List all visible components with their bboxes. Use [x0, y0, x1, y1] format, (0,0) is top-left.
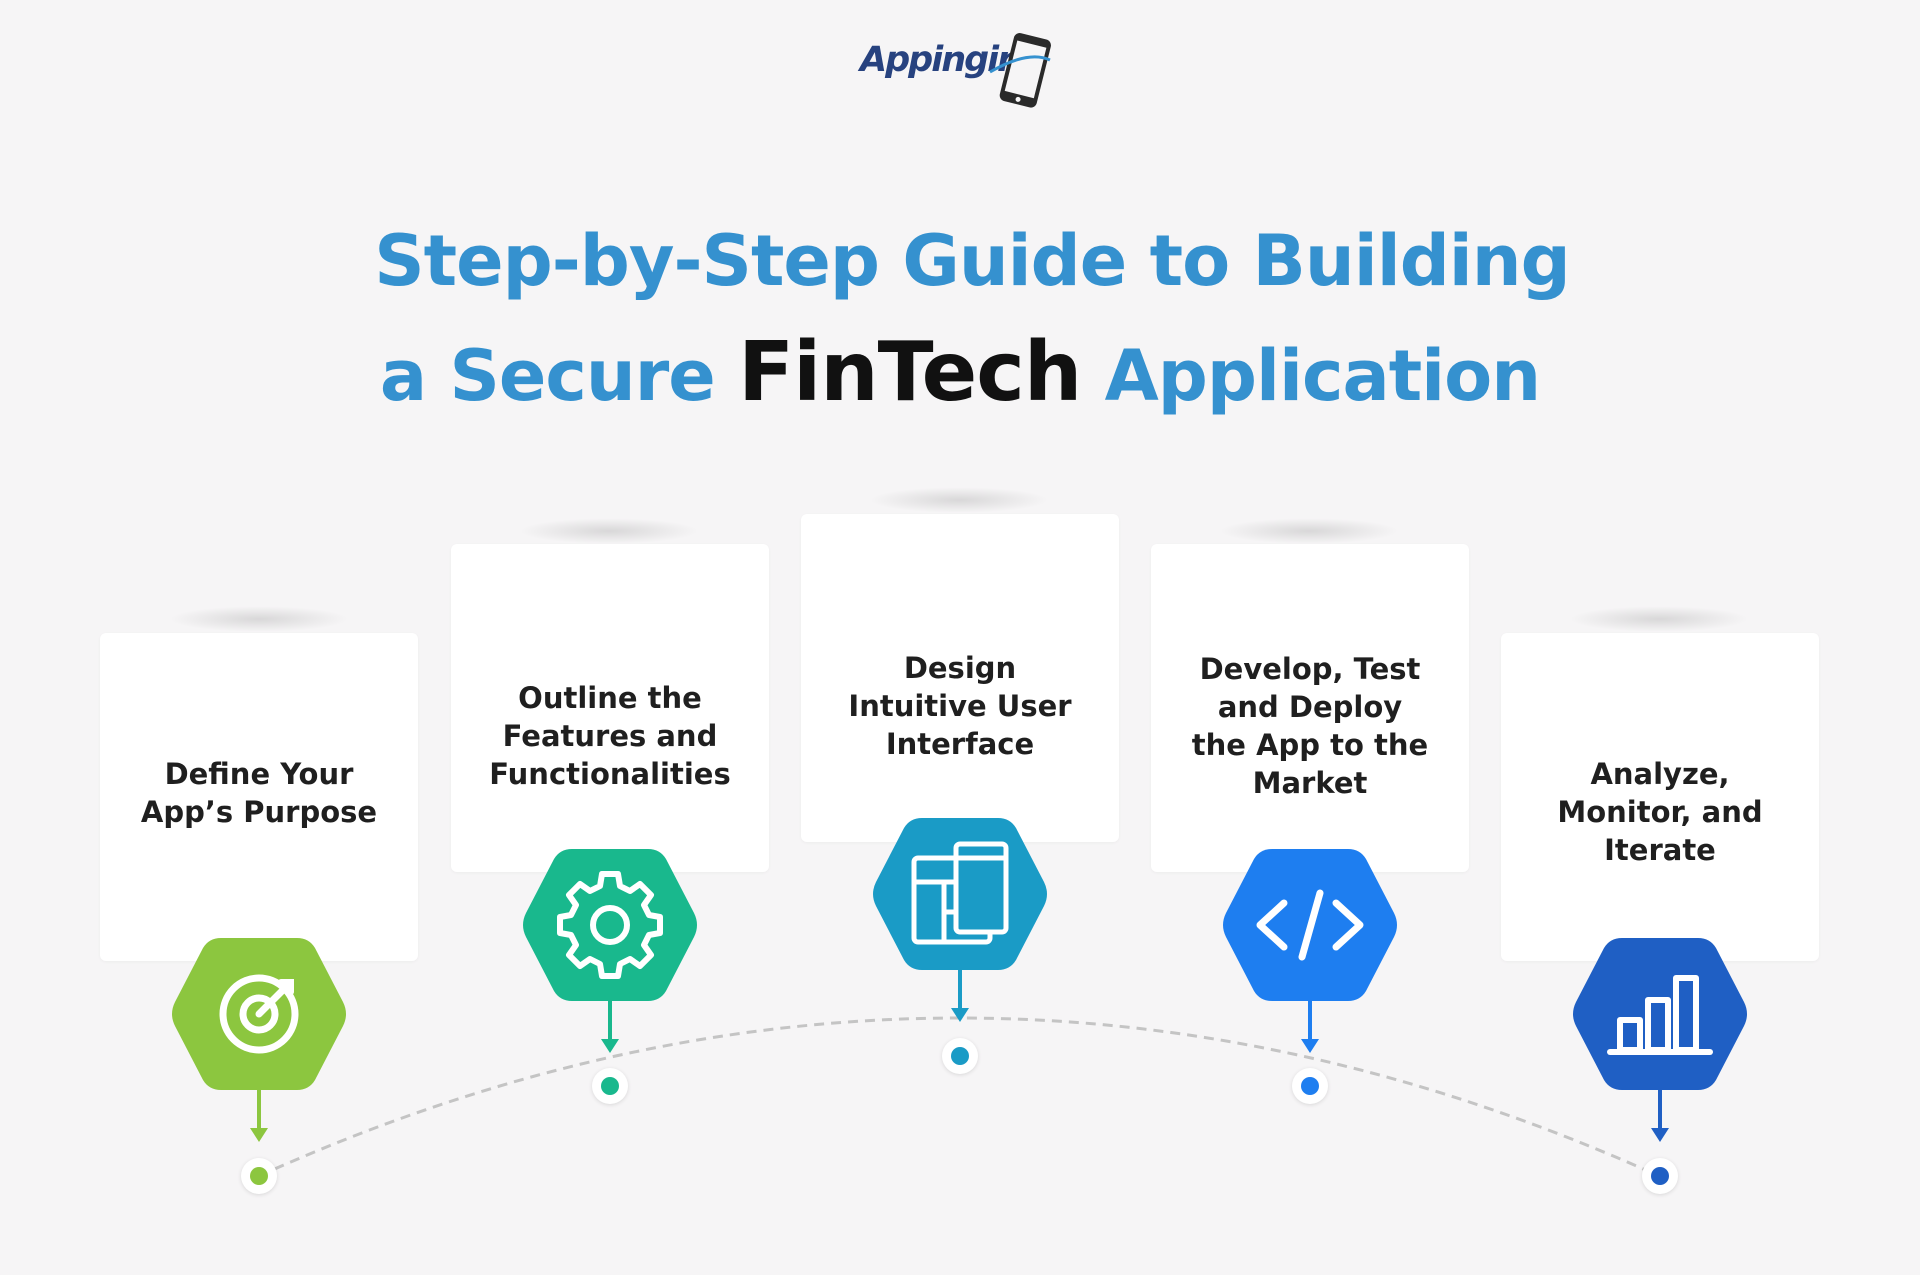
- step-hexagon-1: [172, 938, 346, 1090]
- step-arrow-5: [1651, 1088, 1669, 1142]
- step-arrow-3: [951, 968, 969, 1022]
- code-icon: [1256, 889, 1364, 961]
- step-arrow-4: [1301, 999, 1319, 1053]
- timeline-dot-1: [241, 1158, 277, 1194]
- step-label-4: Develop, Test and Deploy the App to the …: [1191, 652, 1429, 800]
- step-label-2: Outline the Features and Functionalities: [489, 681, 731, 791]
- step-hexagon-2: [523, 849, 697, 1001]
- brand-logo: Appingine: [860, 30, 1065, 120]
- gear-icon: [557, 871, 663, 979]
- bar-chart-icon: [1607, 975, 1713, 1055]
- step-hexagon-3: [873, 818, 1047, 970]
- step-label-1: Define Your App’s Purpose: [140, 757, 378, 829]
- phone-icon: [989, 33, 1051, 108]
- step-label-5: Analyze, Monitor, and Iterate: [1557, 757, 1763, 867]
- card-shadow: [1219, 518, 1399, 544]
- step-card-5: Analyze, Monitor, and Iterate: [1501, 633, 1819, 961]
- step-card-3: Design Intuitive User Interface: [801, 514, 1119, 842]
- timeline-dot-3: [942, 1038, 978, 1074]
- step-arrow-2: [601, 999, 619, 1053]
- step-hexagon-5: [1573, 938, 1747, 1090]
- target-icon: [219, 974, 299, 1054]
- step-card-4: Develop, Test and Deploy the App to the …: [1151, 544, 1469, 872]
- layout-icon: [911, 841, 1009, 945]
- card-shadow: [1569, 606, 1749, 632]
- timeline-dot-5: [1642, 1158, 1678, 1194]
- card-shadow: [169, 606, 349, 632]
- title-line-2-suffix: Application: [1104, 335, 1541, 417]
- card-shadow: [519, 518, 699, 544]
- step-label-3: Design Intuitive User Interface: [848, 651, 1072, 761]
- timeline-dot-2: [592, 1068, 628, 1104]
- step-card-2: Outline the Features and Functionalities: [451, 544, 769, 872]
- step-arrow-1: [250, 1088, 268, 1142]
- card-shadow: [869, 487, 1049, 513]
- title-highlight: FinTech: [738, 325, 1082, 420]
- timeline-dot-4: [1292, 1068, 1328, 1104]
- page-title: Step-by-Step Guide to Building a Secure …: [0, 205, 1920, 432]
- title-line-2-prefix: a Secure: [379, 335, 716, 417]
- title-line-2: a Secure FinTech Application: [0, 317, 1920, 432]
- step-card-1: Define Your App’s Purpose: [100, 633, 418, 961]
- title-line-1: Step-by-Step Guide to Building: [374, 220, 1571, 302]
- step-hexagon-4: [1223, 849, 1397, 1001]
